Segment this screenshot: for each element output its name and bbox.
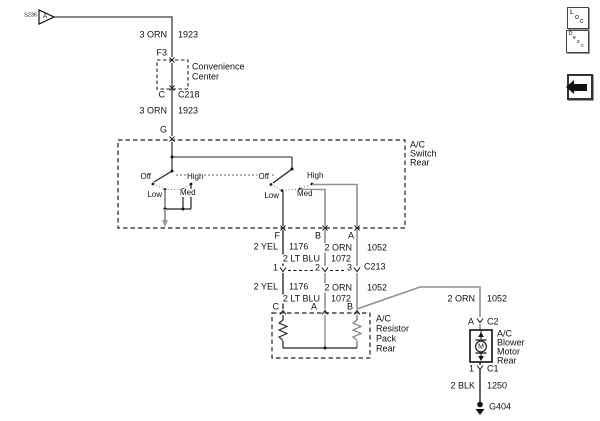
switch-title-3: Rear bbox=[409, 157, 431, 168]
resistor-pin-c: C bbox=[271, 301, 280, 312]
back-button[interactable] bbox=[565, 74, 593, 100]
offpage-arrow-letter: A bbox=[42, 12, 48, 20]
sw1-med: Med bbox=[179, 188, 197, 197]
wire-ltblu-1: 2 LT BLU bbox=[281, 253, 321, 264]
wire-yel-1-ckt: 1176 bbox=[288, 241, 310, 252]
sw2-low: Low bbox=[263, 191, 280, 200]
wire-orn-2-ckt: 1052 bbox=[366, 282, 389, 293]
resistor-title-3: Pack bbox=[375, 333, 398, 344]
sw1-off: Off bbox=[139, 172, 152, 181]
blower-motor-symbol bbox=[469, 329, 493, 363]
loc-button-letter: o bbox=[575, 13, 579, 21]
connector-c218: C218 bbox=[177, 89, 201, 100]
wire-yel-2-ckt: 1176 bbox=[288, 281, 310, 292]
wire-orn-1: 2 ORN bbox=[323, 242, 353, 253]
wire-blk-ckt: 1250 bbox=[486, 380, 509, 391]
switch-pin-f: F bbox=[273, 230, 281, 241]
wire-orn-2: 2 ORN bbox=[323, 282, 353, 293]
wire-ltblu-2-ckt: 1072 bbox=[330, 293, 353, 304]
wire-orn-3: 2 ORN bbox=[446, 293, 476, 304]
connector-c1: C1 bbox=[486, 363, 500, 374]
wire-blk: 2 BLK bbox=[449, 380, 476, 391]
wire-yel-1: 2 YEL bbox=[252, 241, 279, 252]
wire-circuit-2: 1923 bbox=[177, 105, 200, 116]
switch-pin-a: A bbox=[346, 230, 355, 241]
desc-button-letter: D bbox=[568, 31, 573, 37]
connector-c213: C213 bbox=[363, 261, 387, 272]
resistor-pin-a: A bbox=[309, 301, 318, 312]
desc-button-letter: e bbox=[572, 35, 576, 41]
wire-orn-1-ckt: 1052 bbox=[366, 242, 389, 253]
sw1-high: High bbox=[186, 172, 205, 181]
switch-pin-b: B bbox=[313, 230, 322, 241]
motor-title-2: Blower bbox=[496, 337, 526, 348]
wire-ltblu-2: 2 LT BLU bbox=[281, 293, 321, 304]
wire-yel-2: 2 YEL bbox=[252, 281, 279, 292]
sw2-high: High bbox=[306, 171, 325, 180]
motor-title-3: Motor bbox=[496, 346, 522, 357]
switch-in-pin: G bbox=[158, 124, 168, 135]
fuse-pin: F3 bbox=[155, 47, 168, 58]
motor-pin-1: 1 bbox=[467, 363, 475, 374]
switch-title-2: Switch bbox=[409, 148, 438, 159]
ground-id: G404 bbox=[488, 401, 513, 412]
convenience-center-title-2: Center bbox=[191, 71, 221, 82]
wire-gauge-color-2: 3 ORN bbox=[138, 105, 168, 116]
wire-orn-3-ckt: 1052 bbox=[486, 293, 509, 304]
wire-ltblu-1-ckt: 1072 bbox=[330, 253, 353, 264]
convenience-center-title-1: Convenience bbox=[191, 61, 246, 72]
switch-to-resistor-wires bbox=[282, 230, 358, 309]
c213-pin-2: 2 bbox=[313, 262, 321, 273]
sw2-med: Med bbox=[296, 189, 314, 198]
offpage-connector-symbol bbox=[38, 9, 56, 25]
c213-pin-1: 1 bbox=[271, 262, 279, 273]
resistor-to-motor-wire bbox=[356, 286, 484, 330]
resistor-pack-box bbox=[271, 309, 371, 359]
wire-gauge-color-1: 3 ORN bbox=[138, 29, 168, 40]
desc-button-letter: c bbox=[581, 43, 584, 49]
conv-out-pin: C bbox=[157, 89, 166, 100]
resistor-pin-b: B bbox=[345, 301, 354, 312]
back-arrow-icon bbox=[565, 80, 587, 94]
terminal-marks bbox=[169, 57, 360, 231]
resistor-title-4: Rear bbox=[375, 343, 397, 354]
motor-pin-a: A bbox=[466, 316, 475, 327]
desc-button-letter: s bbox=[576, 39, 580, 45]
sw2-off: Off bbox=[257, 172, 270, 181]
splice-id: S236 bbox=[23, 12, 38, 19]
connector-c2: C2 bbox=[486, 316, 500, 327]
motor-title-4: Rear bbox=[496, 355, 518, 366]
loc-button-letter: L bbox=[570, 9, 574, 16]
ac-switch-box bbox=[117, 139, 406, 229]
sw1-low: Low bbox=[146, 190, 163, 199]
switch-title-1: A/C bbox=[409, 139, 427, 150]
loc-button-letter: c bbox=[580, 18, 584, 25]
resistor-title-1: A/C bbox=[375, 313, 393, 324]
motor-title-1: A/C bbox=[496, 328, 514, 339]
c213-pin-3: 3 bbox=[345, 262, 353, 273]
motor-ground-wire bbox=[476, 362, 484, 402]
ground-symbol bbox=[475, 401, 485, 415]
wire-circuit-1: 1923 bbox=[177, 29, 200, 40]
resistor-title-2: Resistor bbox=[375, 323, 411, 334]
power-feed-wire bbox=[54, 16, 173, 157]
motor-letter: M bbox=[478, 343, 484, 350]
